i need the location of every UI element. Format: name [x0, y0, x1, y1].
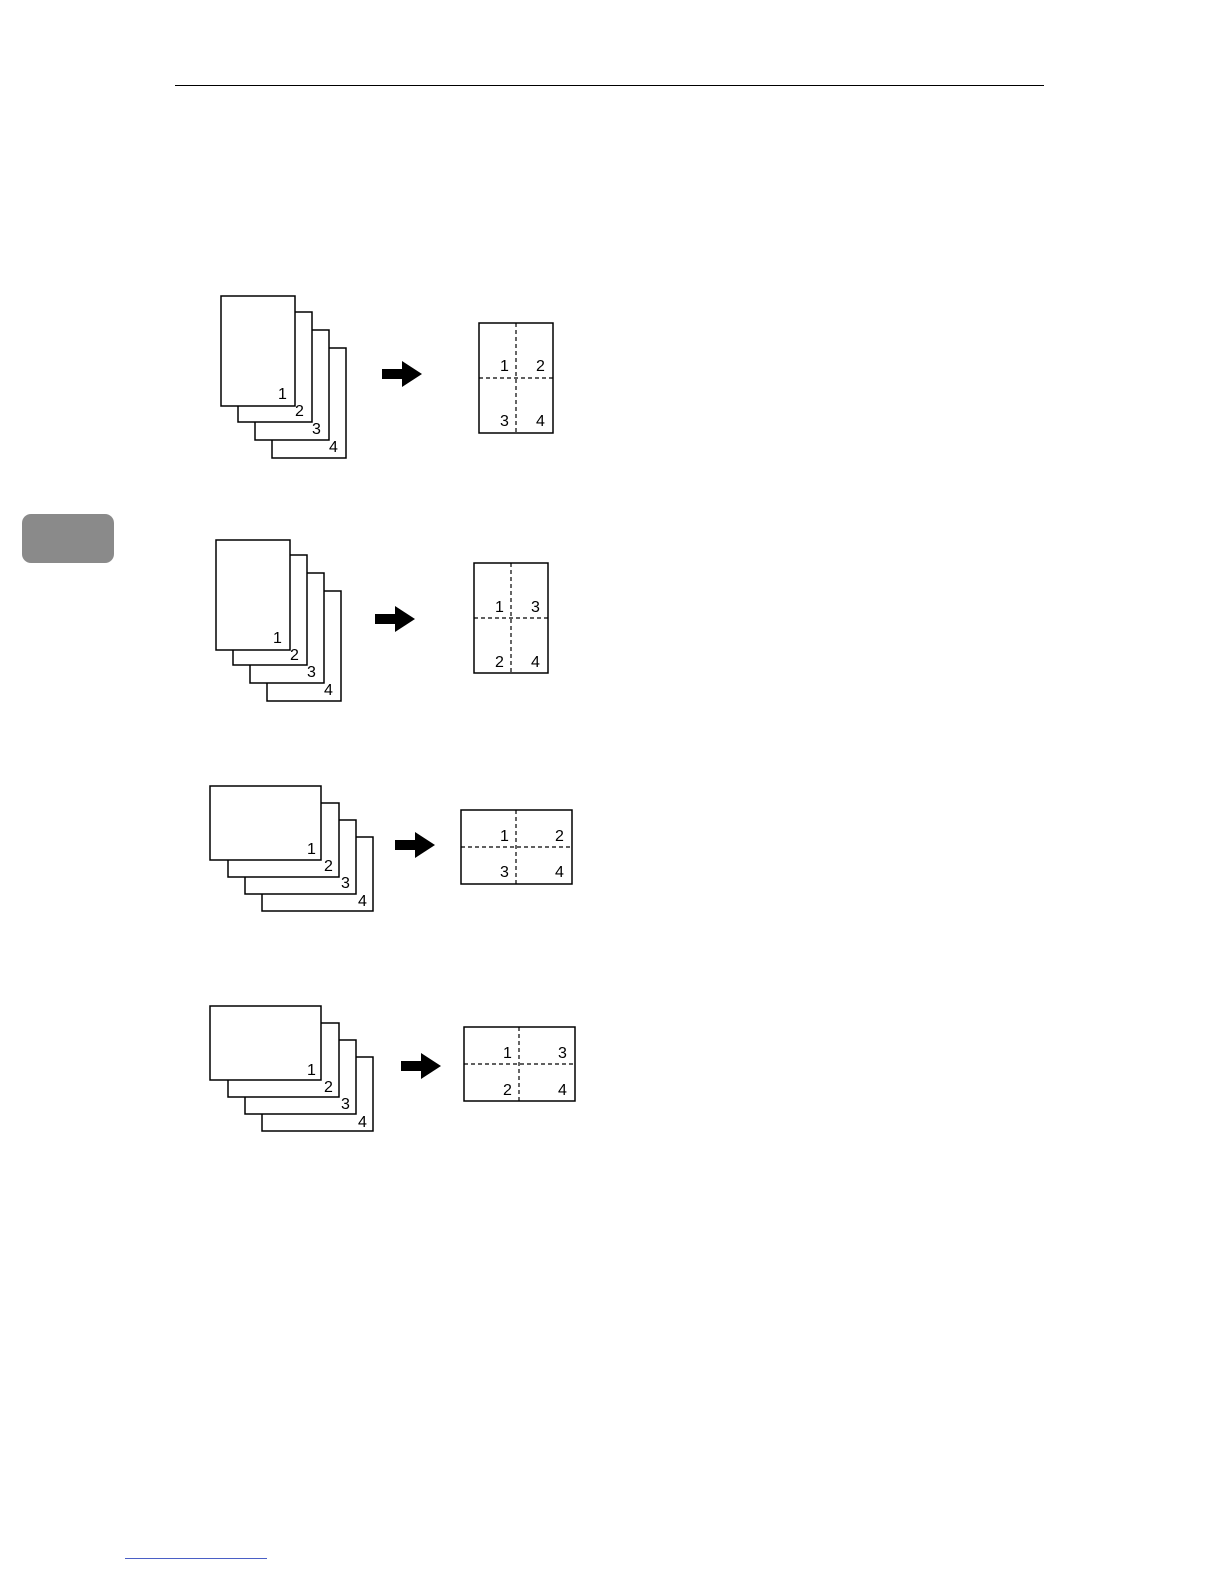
combine-diagram-landscape-left-to-right: 1 2 3 4 1 2 3 4	[0, 780, 1224, 980]
combined-top-left-number: 1	[503, 1045, 512, 1062]
original-page-1-number: 1	[278, 386, 287, 403]
header-rule	[175, 85, 1044, 86]
original-page-2-number: 2	[324, 1079, 333, 1096]
original-page-3-number: 3	[312, 421, 321, 438]
original-page-1	[210, 786, 321, 860]
combined-bottom-left-number: 3	[500, 413, 509, 430]
combined-top-right-number: 3	[558, 1045, 567, 1062]
original-page-4-number: 4	[329, 439, 338, 456]
combined-top-left-number: 1	[500, 828, 509, 845]
combined-bottom-left-number: 2	[495, 654, 504, 671]
combined-bottom-right-number: 4	[536, 413, 545, 430]
original-page-3-number: 3	[307, 664, 316, 681]
combined-top-left-number: 1	[500, 358, 509, 375]
combined-bottom-right-number: 4	[531, 654, 540, 671]
original-page-4-number: 4	[358, 893, 367, 910]
combined-bottom-left-number: 2	[503, 1082, 512, 1099]
original-stack: 1 2 3 4	[216, 540, 341, 701]
combined-top-left-number: 1	[495, 599, 504, 616]
original-page-2-number: 2	[290, 647, 299, 664]
original-page-1-number: 1	[307, 841, 316, 858]
original-page-1	[210, 1006, 321, 1080]
right-arrow-icon	[382, 361, 422, 387]
combine-diagram-portrait-left-to-right: 1 2 3 4 1 2 3 4	[0, 290, 1224, 490]
footer-link-underline[interactable]	[125, 1558, 267, 1559]
original-page-4-number: 4	[324, 682, 333, 699]
original-page-4-number: 4	[358, 1114, 367, 1131]
original-page-3-number: 3	[341, 875, 350, 892]
original-page-2-number: 2	[324, 858, 333, 875]
combine-diagram-landscape-top-to-bottom: 1 2 3 4 1 3 2 4	[0, 1000, 1224, 1200]
original-page-1-number: 1	[307, 1062, 316, 1079]
combine-diagram-portrait-top-to-bottom: 1 2 3 4 1 3 2 4	[0, 534, 1224, 734]
combined-top-right-number: 2	[555, 828, 564, 845]
original-stack: 1 2 3 4	[210, 786, 373, 911]
combined-bottom-right-number: 4	[555, 864, 564, 881]
original-page-2-number: 2	[295, 403, 304, 420]
right-arrow-icon	[395, 832, 435, 858]
combined-bottom-left-number: 3	[500, 864, 509, 881]
combined-top-right-number: 3	[531, 599, 540, 616]
original-stack: 1 2 3 4	[221, 296, 346, 458]
combined-page: 1 2 3 4	[479, 323, 553, 433]
original-stack: 1 2 3 4	[210, 1006, 373, 1131]
combined-page: 1 2 3 4	[461, 810, 572, 884]
original-page-3-number: 3	[341, 1096, 350, 1113]
right-arrow-icon	[401, 1053, 441, 1079]
combined-bottom-right-number: 4	[558, 1082, 567, 1099]
combined-top-right-number: 2	[536, 358, 545, 375]
combined-page: 1 3 2 4	[464, 1027, 575, 1101]
right-arrow-icon	[375, 606, 415, 632]
combined-page: 1 3 2 4	[474, 563, 548, 673]
original-page-1-number: 1	[273, 630, 282, 647]
